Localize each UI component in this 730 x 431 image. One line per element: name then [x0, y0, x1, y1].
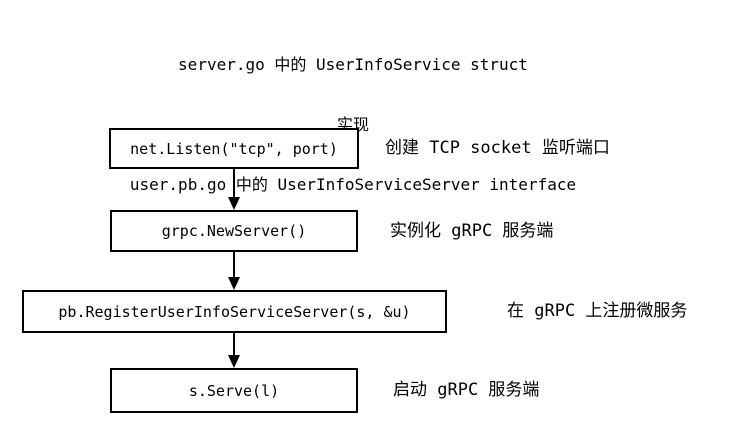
arrow-down-head-icon [228, 277, 240, 290]
step-annotation-4: 启动 gRPC 服务端 [393, 380, 540, 400]
arrow-down-line [233, 252, 235, 277]
title-line-1: server.go 中的 UserInfoService struct [178, 55, 528, 74]
flow-step-box-net-listen: net.Listen("tcp", port) [109, 128, 359, 169]
step-annotation-3: 在 gRPC 上注册微服务 [507, 301, 688, 321]
arrow-down-line [233, 333, 235, 355]
step-code: grpc.NewServer() [161, 222, 307, 240]
arrow-down-head-icon [228, 197, 240, 210]
arrow-down-head-icon [228, 355, 240, 368]
step-annotation-2: 实例化 gRPC 服务端 [390, 221, 554, 241]
step-code: s.Serve(l) [188, 381, 280, 400]
step-code: net.Listen("tcp", port) [130, 139, 338, 158]
step-annotation-1: 创建 TCP socket 监听端口 [385, 138, 610, 158]
arrow-down-line [233, 169, 235, 198]
step-code: pb.RegisterUserInfoServiceServer(s, &u) [58, 302, 411, 321]
title-line-3: user.pb.go 中的 UserInfoServiceServer inte… [129, 175, 577, 194]
diagram-title: server.go 中的 UserInfoService struct 实现 u… [0, 15, 706, 235]
flow-step-box-register-service: pb.RegisterUserInfoServiceServer(s, &u) [22, 290, 447, 333]
flow-step-box-serve: s.Serve(l) [110, 368, 358, 413]
flow-step-box-grpc-newserver: grpc.NewServer() [110, 210, 358, 252]
